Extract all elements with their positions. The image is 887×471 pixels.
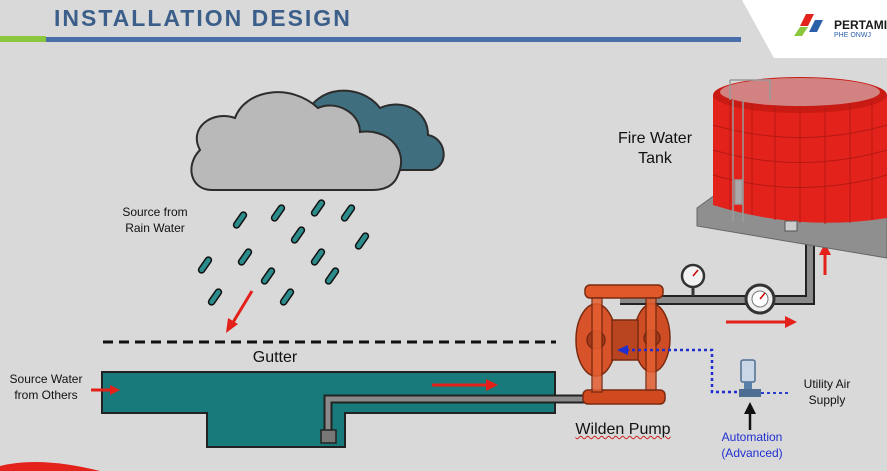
header-accent-blue (46, 37, 741, 42)
pertamina-logo-icon (794, 14, 823, 36)
air-supply-line (625, 348, 743, 394)
basin-flow-arrow (432, 379, 498, 391)
tank-inlet-arrow (819, 243, 831, 275)
wilden-pump-icon (575, 284, 671, 405)
utility-air-label: Utility Air Supply (803, 377, 851, 407)
rain-flow-arrow (226, 290, 254, 333)
header (0, 0, 887, 44)
raindrop (207, 288, 223, 306)
discharge-flow-arrow (726, 316, 797, 328)
strainer (320, 429, 337, 444)
pump-label: Wilden Pump (575, 421, 671, 438)
raindrop (279, 288, 295, 306)
raindrop (232, 211, 248, 229)
raindrop (310, 248, 326, 266)
logo-subtext: PHE ONWJ (834, 32, 871, 39)
automation-label: Automation (Advanced) (721, 430, 783, 460)
fire-water-tank-icon (696, 77, 887, 259)
raindrop (340, 204, 356, 222)
flow-meter-icon (744, 283, 776, 315)
raindrop (260, 267, 276, 285)
rain-source-label: Source from Rain Water (122, 205, 188, 235)
raindrop (290, 226, 306, 244)
logo-text: PERTAMIN (834, 18, 887, 32)
page-title: INSTALLATION DESIGN (54, 5, 352, 31)
automation-arrow (744, 402, 756, 430)
raindrop (197, 256, 213, 274)
raindrop (310, 199, 326, 217)
raindrop (324, 267, 340, 285)
raindrop (354, 232, 370, 250)
corner-accent (0, 462, 100, 471)
fire-tank-label: Fire Water Tank (617, 130, 693, 167)
gutter-label: Gutter (252, 349, 298, 366)
header-accent-green (0, 36, 46, 42)
raindrop (270, 204, 286, 222)
raindrops (197, 199, 370, 306)
raindrop (237, 248, 253, 266)
other-source-arrow (91, 385, 120, 395)
pressure-gauge-icon (680, 263, 706, 296)
cloud-icon (190, 89, 445, 191)
other-source-label: Source Water from Others (9, 372, 83, 402)
air-supply-arrow (617, 345, 628, 355)
solenoid-valve-icon (739, 359, 761, 397)
